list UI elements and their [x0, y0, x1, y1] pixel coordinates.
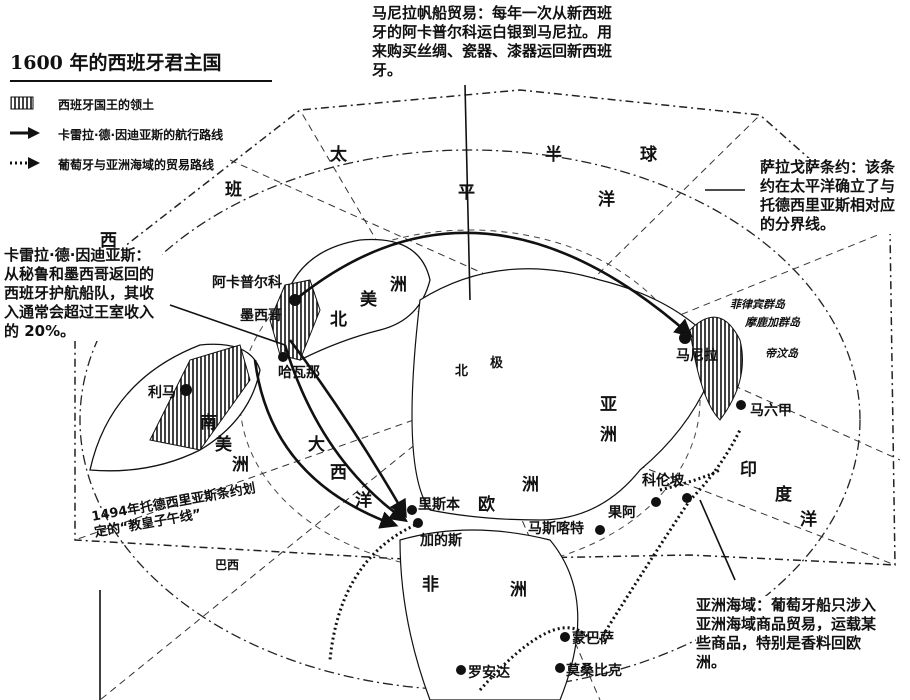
place-lisbon: 里斯本	[418, 497, 460, 513]
region-label: 球	[640, 145, 657, 165]
region-label: 西	[330, 463, 347, 483]
region-label: 洲	[600, 425, 617, 445]
region-label: 半	[545, 145, 562, 165]
dotted-arrow-icon	[10, 157, 42, 172]
legend-label: 葡萄牙与亚洲海域的贸易路线	[58, 158, 215, 172]
region-label: 平	[458, 183, 475, 203]
title-rule	[10, 80, 272, 82]
region-label: 洋	[800, 510, 817, 530]
spanish-mexico	[269, 279, 321, 361]
place-brazil: 巴西	[215, 558, 240, 572]
projection-border	[74, 89, 896, 566]
place-colombo: 科伦坡	[642, 473, 684, 489]
region-label: 洋	[598, 190, 615, 210]
region-label: 太	[330, 145, 347, 165]
region-label: 南	[200, 413, 217, 433]
legend-item-carrera: 卡雷拉·德·因迪亚斯的航行路线	[10, 126, 223, 143]
place-mombasa: 蒙巴萨	[572, 631, 614, 647]
region-label: 洲	[510, 580, 527, 600]
place-havana: 哈瓦那	[278, 365, 320, 381]
map-title: 1600 年的西班牙君主国	[10, 52, 222, 74]
region-label: 北	[455, 364, 469, 379]
portuguese-routes	[328, 429, 742, 691]
note-carrera: 卡雷拉·德·因迪亚斯：从秘鲁和墨西哥返回的西班牙护航船队，其收入通常会超过王室收…	[4, 246, 162, 341]
region-label: 美	[215, 435, 232, 455]
legend-item-territory: 西班牙国王的领土	[10, 96, 154, 113]
region-label: 西	[100, 231, 117, 251]
region-label: 大	[308, 435, 325, 455]
place-moluccas: 摩鹿加群岛	[745, 316, 800, 329]
leader-lines	[99, 84, 745, 700]
region-label: 北	[330, 310, 347, 330]
note-manila-galleon: 马尼拉帆船贸易：每年一次从新西班牙的阿卡普尔科运白银到马尼拉。用来购买丝绸、瓷器…	[372, 4, 618, 80]
legend-label: 西班牙国王的领土	[58, 98, 155, 112]
hatch-swatch-icon	[10, 96, 42, 113]
region-label: 度	[775, 485, 792, 505]
carrera-routes	[253, 231, 693, 529]
place-philippines: 菲律宾群岛	[730, 298, 785, 311]
region-label: 欧	[478, 495, 495, 515]
place-goa: 果阿	[608, 505, 636, 521]
legend-label: 卡雷拉·德·因迪亚斯的航行路线	[58, 128, 224, 142]
region-label: 班	[225, 180, 242, 200]
region-label: 印	[740, 460, 757, 480]
region-label: 洋	[355, 491, 372, 511]
africa	[399, 529, 579, 700]
place-cadiz: 加的斯	[420, 533, 462, 549]
place-mozambique: 莫桑比克	[566, 663, 622, 679]
region-label: 洲	[522, 475, 539, 495]
place-timor: 帝汶岛	[765, 347, 798, 360]
place-mexico: 墨西哥	[240, 308, 282, 324]
place-lima: 利马	[148, 385, 176, 401]
place-acapulco: 阿卡普尔科	[212, 275, 282, 291]
region-label: 美	[360, 290, 377, 310]
region-label: 洲	[390, 275, 407, 295]
city-dots	[180, 294, 746, 675]
region-label: 亚	[600, 395, 617, 415]
europe-asia	[411, 268, 721, 521]
note-saragossa: 萨拉戈萨条约：该条约在太平洋确立了与托德西里亚斯相对应的分界线。	[760, 158, 906, 234]
philippines-land	[689, 316, 743, 421]
place-malacca: 马六甲	[750, 403, 792, 419]
place-luanda: 罗安达	[468, 665, 510, 681]
place-manila: 马尼拉	[676, 348, 718, 364]
place-muscat: 马斯喀特	[528, 521, 584, 537]
region-label: 极	[490, 356, 504, 371]
spanish-peru	[149, 344, 251, 451]
solid-arrow-icon	[10, 127, 42, 142]
legend-item-portuguese: 葡萄牙与亚洲海域的贸易路线	[10, 156, 214, 173]
note-asian-waters: 亚洲海域：葡萄牙船只涉入亚洲海域商品贸易，运载某些商品，特别是香料回欧洲。	[696, 596, 877, 672]
region-label: 非	[422, 575, 439, 595]
region-label: 洲	[232, 455, 249, 475]
